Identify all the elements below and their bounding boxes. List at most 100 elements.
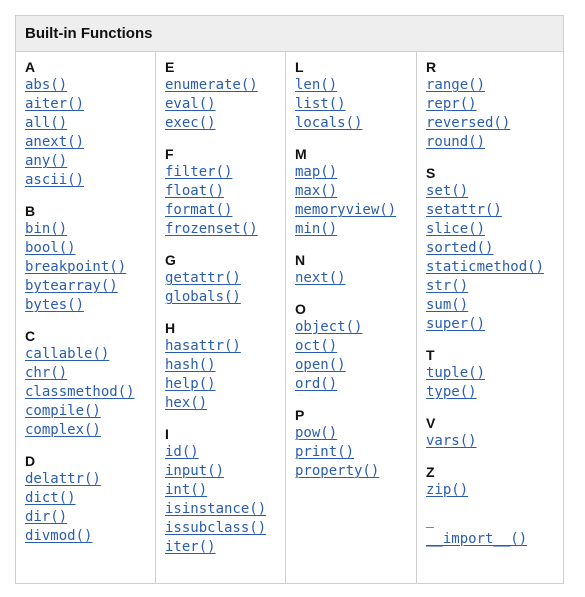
- group-letter: F: [165, 146, 174, 162]
- function-link[interactable]: range(): [426, 77, 486, 93]
- function-link[interactable]: float(): [165, 183, 225, 199]
- function-link[interactable]: ord(): [295, 376, 338, 392]
- function-link[interactable]: compile(): [25, 403, 101, 419]
- function-link[interactable]: type(): [426, 384, 477, 400]
- function-link[interactable]: oct(): [295, 338, 338, 354]
- function-link[interactable]: hash(): [165, 357, 216, 373]
- function-link[interactable]: hasattr(): [165, 338, 241, 354]
- function-link[interactable]: slice(): [426, 221, 486, 237]
- function-link[interactable]: round(): [426, 134, 486, 150]
- function-link[interactable]: property(): [295, 463, 380, 479]
- function-link[interactable]: open(): [295, 357, 346, 373]
- group-letter: Z: [426, 464, 435, 480]
- group-letter: V: [426, 415, 436, 431]
- function-link[interactable]: issubclass(): [165, 520, 267, 536]
- function-link[interactable]: sorted(): [426, 240, 494, 256]
- function-link[interactable]: str(): [426, 278, 469, 294]
- group-letter: A: [25, 59, 36, 75]
- function-link[interactable]: frozenset(): [165, 221, 258, 237]
- function-link[interactable]: filter(): [165, 164, 233, 180]
- function-link[interactable]: staticmethod(): [426, 259, 545, 275]
- function-link[interactable]: delattr(): [25, 471, 101, 487]
- function-link[interactable]: exec(): [165, 115, 216, 131]
- function-link[interactable]: chr(): [25, 365, 68, 381]
- function-link[interactable]: complex(): [25, 422, 101, 438]
- group-letter: I: [165, 426, 169, 442]
- function-link[interactable]: input(): [165, 463, 225, 479]
- function-link[interactable]: __import__(): [426, 531, 528, 547]
- function-link[interactable]: callable(): [25, 346, 110, 362]
- function-link[interactable]: next(): [295, 270, 346, 286]
- function-link[interactable]: hex(): [165, 395, 208, 411]
- function-link[interactable]: super(): [426, 316, 486, 332]
- function-link[interactable]: id(): [165, 444, 199, 460]
- function-link[interactable]: dir(): [25, 509, 68, 525]
- group-letter: N: [295, 252, 306, 268]
- function-link[interactable]: min(): [295, 221, 338, 237]
- function-link[interactable]: pow(): [295, 425, 338, 441]
- table-title: Built-in Functions: [16, 16, 563, 52]
- function-link[interactable]: bool(): [25, 240, 76, 256]
- function-link[interactable]: format(): [165, 202, 233, 218]
- function-link[interactable]: any(): [25, 153, 68, 169]
- function-link[interactable]: repr(): [426, 96, 477, 112]
- function-link[interactable]: tuple(): [426, 365, 486, 381]
- function-link[interactable]: int(): [165, 482, 208, 498]
- group-letter: G: [165, 252, 176, 268]
- function-link[interactable]: zip(): [426, 482, 469, 498]
- group-letter: P: [295, 407, 305, 423]
- function-link[interactable]: divmod(): [25, 528, 93, 544]
- group-letter: S: [426, 165, 436, 181]
- function-link[interactable]: vars(): [426, 433, 477, 449]
- letter-group: ___import__(): [426, 514, 565, 549]
- function-link[interactable]: len(): [295, 77, 338, 93]
- function-link[interactable]: getattr(): [165, 270, 241, 286]
- function-link[interactable]: bytes(): [25, 297, 85, 313]
- function-link[interactable]: isinstance(): [165, 501, 267, 517]
- function-link[interactable]: bin(): [25, 221, 68, 237]
- group-letter: O: [295, 301, 306, 317]
- function-link[interactable]: print(): [295, 444, 355, 460]
- function-link[interactable]: aiter(): [25, 96, 85, 112]
- function-link[interactable]: map(): [295, 164, 338, 180]
- function-link[interactable]: anext(): [25, 134, 85, 150]
- function-link[interactable]: enumerate(): [165, 77, 258, 93]
- function-link[interactable]: abs(): [25, 77, 68, 93]
- function-link[interactable]: all(): [25, 115, 68, 131]
- function-link[interactable]: dict(): [25, 490, 76, 506]
- function-link[interactable]: classmethod(): [25, 384, 135, 400]
- group-letter: D: [25, 453, 36, 469]
- function-link[interactable]: globals(): [165, 289, 241, 305]
- group-letter: E: [165, 59, 175, 75]
- function-link[interactable]: ascii(): [25, 172, 85, 188]
- function-link[interactable]: list(): [295, 96, 346, 112]
- function-link[interactable]: object(): [295, 319, 363, 335]
- function-link[interactable]: eval(): [165, 96, 216, 112]
- function-link[interactable]: breakpoint(): [25, 259, 127, 275]
- function-link[interactable]: max(): [295, 183, 338, 199]
- function-link[interactable]: locals(): [295, 115, 363, 131]
- function-link[interactable]: bytearray(): [25, 278, 118, 294]
- function-link[interactable]: reversed(): [426, 115, 511, 131]
- function-link[interactable]: memoryview(): [295, 202, 397, 218]
- group-letter: R: [426, 59, 437, 75]
- function-link[interactable]: iter(): [165, 539, 216, 555]
- group-letter: T: [426, 347, 435, 363]
- function-link[interactable]: help(): [165, 376, 216, 392]
- function-link[interactable]: set(): [426, 183, 469, 199]
- function-link[interactable]: setattr(): [426, 202, 502, 218]
- function-link[interactable]: sum(): [426, 297, 469, 313]
